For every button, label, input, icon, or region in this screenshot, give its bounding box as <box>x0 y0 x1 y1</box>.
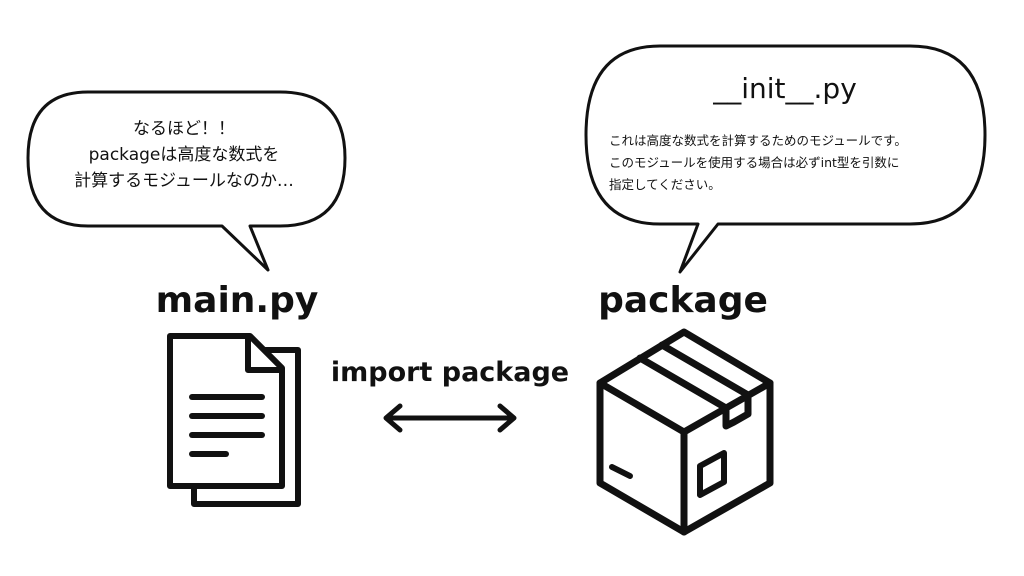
right-bubble-line: これは高度な数式を計算するためのモジュールです。 <box>609 133 907 148</box>
left-bubble-line: packageは高度な数式を <box>88 145 280 165</box>
right-speech-bubble <box>584 44 987 274</box>
right-bubble-text: これは高度な数式を計算するためのモジュールです。 このモジュールを使用する場合は… <box>609 130 981 196</box>
left-bubble-line: 計算するモジュールなのか… <box>74 171 294 191</box>
double-arrow-icon <box>383 403 517 433</box>
right-bubble-title: __init__.py <box>713 72 857 105</box>
right-bubble-line: 指定してください。 <box>609 177 721 192</box>
left-bubble-text: なるほど！！ packageは高度な数式を 計算するモジュールなのか… <box>28 116 340 194</box>
package-label: package <box>598 280 768 321</box>
import-statement-label: import package <box>330 357 570 388</box>
right-bubble-line: このモジュールを使用する場合は必ずint型を引数に <box>609 155 900 170</box>
document-icon <box>167 333 301 507</box>
left-bubble-line: なるほど！！ <box>133 119 235 139</box>
left-speech-bubble <box>26 90 347 272</box>
main-py-label: main.py <box>155 280 319 321</box>
package-box-icon <box>596 328 774 536</box>
